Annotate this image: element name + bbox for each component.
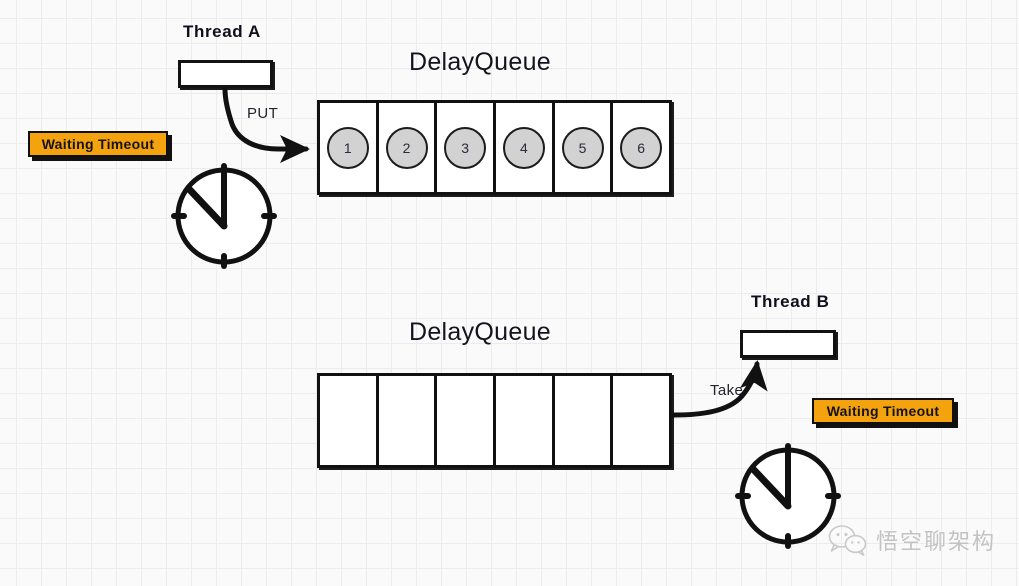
bottom-queue-cell-6	[613, 376, 669, 465]
bottom-delay-queue	[317, 373, 672, 468]
top-queue-token-5: 5	[561, 126, 604, 169]
bottom-queue-cell-1	[320, 376, 379, 465]
clock-b	[735, 443, 841, 549]
wechat-icon	[828, 525, 867, 556]
bottom-queue-cell-5	[555, 376, 614, 465]
clock-a	[171, 163, 277, 269]
thread-b-box[interactable]	[740, 330, 836, 358]
put-operation-label: PUT	[247, 105, 279, 122]
bottom-queue-cell-4	[496, 376, 555, 465]
top-queue-title: DelayQueue	[409, 48, 551, 76]
top-queue-token-2: 2	[385, 126, 428, 169]
watermark-text: 悟空聊架构	[876, 529, 997, 554]
bottom-queue-title: DelayQueue	[409, 318, 551, 346]
bottom-queue-cell-2	[379, 376, 438, 465]
waiting-timeout-badge-a[interactable]: Waiting Timeout	[28, 131, 168, 157]
bottom-queue-cell-3	[437, 376, 497, 465]
top-queue-token-3: 3	[444, 126, 487, 169]
top-queue-cell-5: 5	[555, 103, 614, 192]
top-queue-token-1: 1	[326, 126, 369, 169]
top-queue-cell-3: 3	[437, 103, 497, 192]
top-queue-token-4: 4	[502, 126, 545, 169]
top-queue-cell-2: 2	[379, 103, 438, 192]
top-queue-cell-6: 6	[613, 103, 669, 192]
take-operation-label: Take	[710, 382, 744, 399]
thread-a-label: Thread A	[183, 22, 261, 41]
top-queue-token-6: 6	[620, 126, 663, 169]
waiting-timeout-badge-b[interactable]: Waiting Timeout	[812, 398, 954, 424]
thread-a-box[interactable]	[178, 60, 273, 88]
top-queue-cell-4: 4	[496, 103, 555, 192]
watermark: 悟空聊架构	[828, 524, 996, 556]
thread-b-label: Thread B	[751, 292, 830, 311]
top-queue-cell-1: 1	[320, 103, 379, 192]
